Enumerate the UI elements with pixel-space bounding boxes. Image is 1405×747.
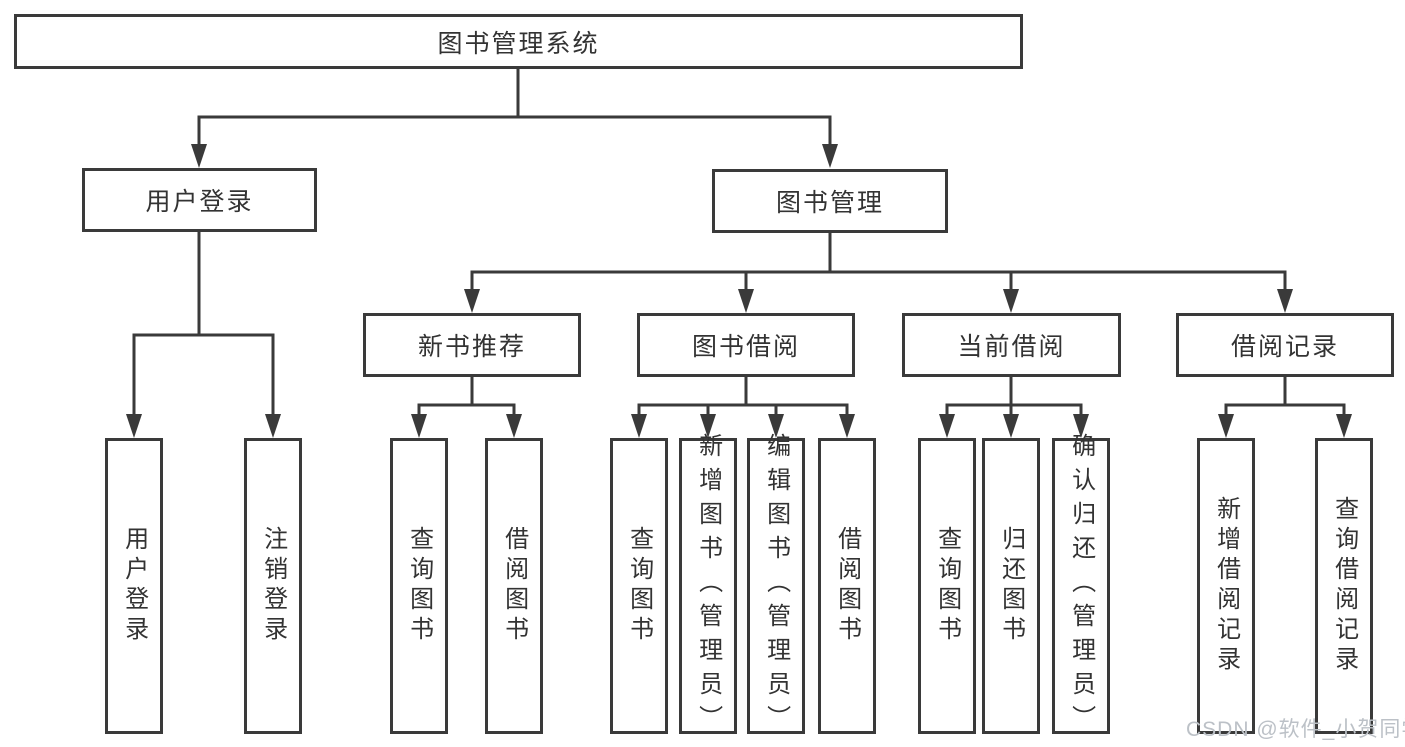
- csdn-watermark: CSDN @软件_小贺同学: [1186, 718, 1405, 741]
- leaf-borrow-books-2: 借阅图书: [818, 438, 876, 734]
- leaf-add-book-admin: 新增图书（管理员）: [679, 433, 737, 739]
- connector-book-mgmt-to-level2: [464, 233, 1293, 313]
- node-borrowing-records: 借阅记录: [1176, 313, 1394, 377]
- leaf-edit-book-admin: 编辑图书（管理员）: [747, 433, 805, 739]
- connector-book-borrowing-children: [631, 377, 855, 438]
- connector-user-login-children: [126, 232, 281, 438]
- node-label: 借阅图书: [833, 526, 861, 646]
- node-current-borrowing: 当前借阅: [902, 313, 1121, 377]
- node-label: 编辑图书（管理员）: [762, 433, 790, 739]
- node-book-borrowing: 图书借阅: [637, 313, 855, 377]
- node-label: 借阅记录: [1230, 333, 1339, 361]
- leaf-borrow-books-new: 借阅图书: [485, 438, 543, 734]
- node-book-management: 图书管理: [712, 169, 948, 233]
- connector-current-borrowing-children: [939, 377, 1089, 438]
- node-label: 查询图书: [405, 526, 433, 646]
- connector-new-books-children: [411, 377, 522, 438]
- leaf-query-books-current: 查询图书: [918, 438, 976, 734]
- node-label: 新书推荐: [417, 333, 526, 361]
- leaf-query-borrow-record: 查询借阅记录: [1315, 438, 1373, 734]
- node-label: 图书管理系统: [437, 29, 600, 58]
- node-label: 查询图书: [933, 526, 961, 646]
- node-label: 借阅图书: [500, 526, 528, 646]
- node-label: 新增借阅记录: [1212, 496, 1240, 676]
- node-label: 图书管理: [775, 189, 884, 217]
- node-label: 查询图书: [625, 526, 653, 646]
- connector-root-to-level1: [191, 69, 838, 168]
- leaf-query-books-borrow: 查询图书: [610, 438, 668, 734]
- node-label: 当前借阅: [957, 333, 1066, 361]
- leaf-logout: 注销登录: [244, 438, 302, 734]
- leaf-return-books: 归还图书: [982, 438, 1040, 734]
- node-label: 确认归还（管理员）: [1067, 433, 1095, 739]
- node-new-book-recommendation: 新书推荐: [363, 313, 581, 377]
- leaf-query-books-new: 查询图书: [390, 438, 448, 734]
- node-label: 注销登录: [259, 526, 287, 646]
- leaf-confirm-return-admin: 确认归还（管理员）: [1052, 433, 1110, 739]
- node-user-login: 用户登录: [82, 168, 317, 232]
- leaf-add-borrow-record: 新增借阅记录: [1197, 438, 1255, 734]
- node-library-management-system: 图书管理系统: [14, 14, 1023, 69]
- node-label: 用户登录: [145, 188, 254, 216]
- node-label: 查询借阅记录: [1330, 496, 1358, 676]
- node-label: 图书借阅: [691, 333, 800, 361]
- node-label: 新增图书（管理员）: [694, 433, 722, 739]
- node-label: 用户登录: [120, 526, 148, 646]
- leaf-user-login: 用户登录: [105, 438, 163, 734]
- node-label: 归还图书: [997, 526, 1025, 646]
- connector-borrow-records-children: [1218, 377, 1352, 438]
